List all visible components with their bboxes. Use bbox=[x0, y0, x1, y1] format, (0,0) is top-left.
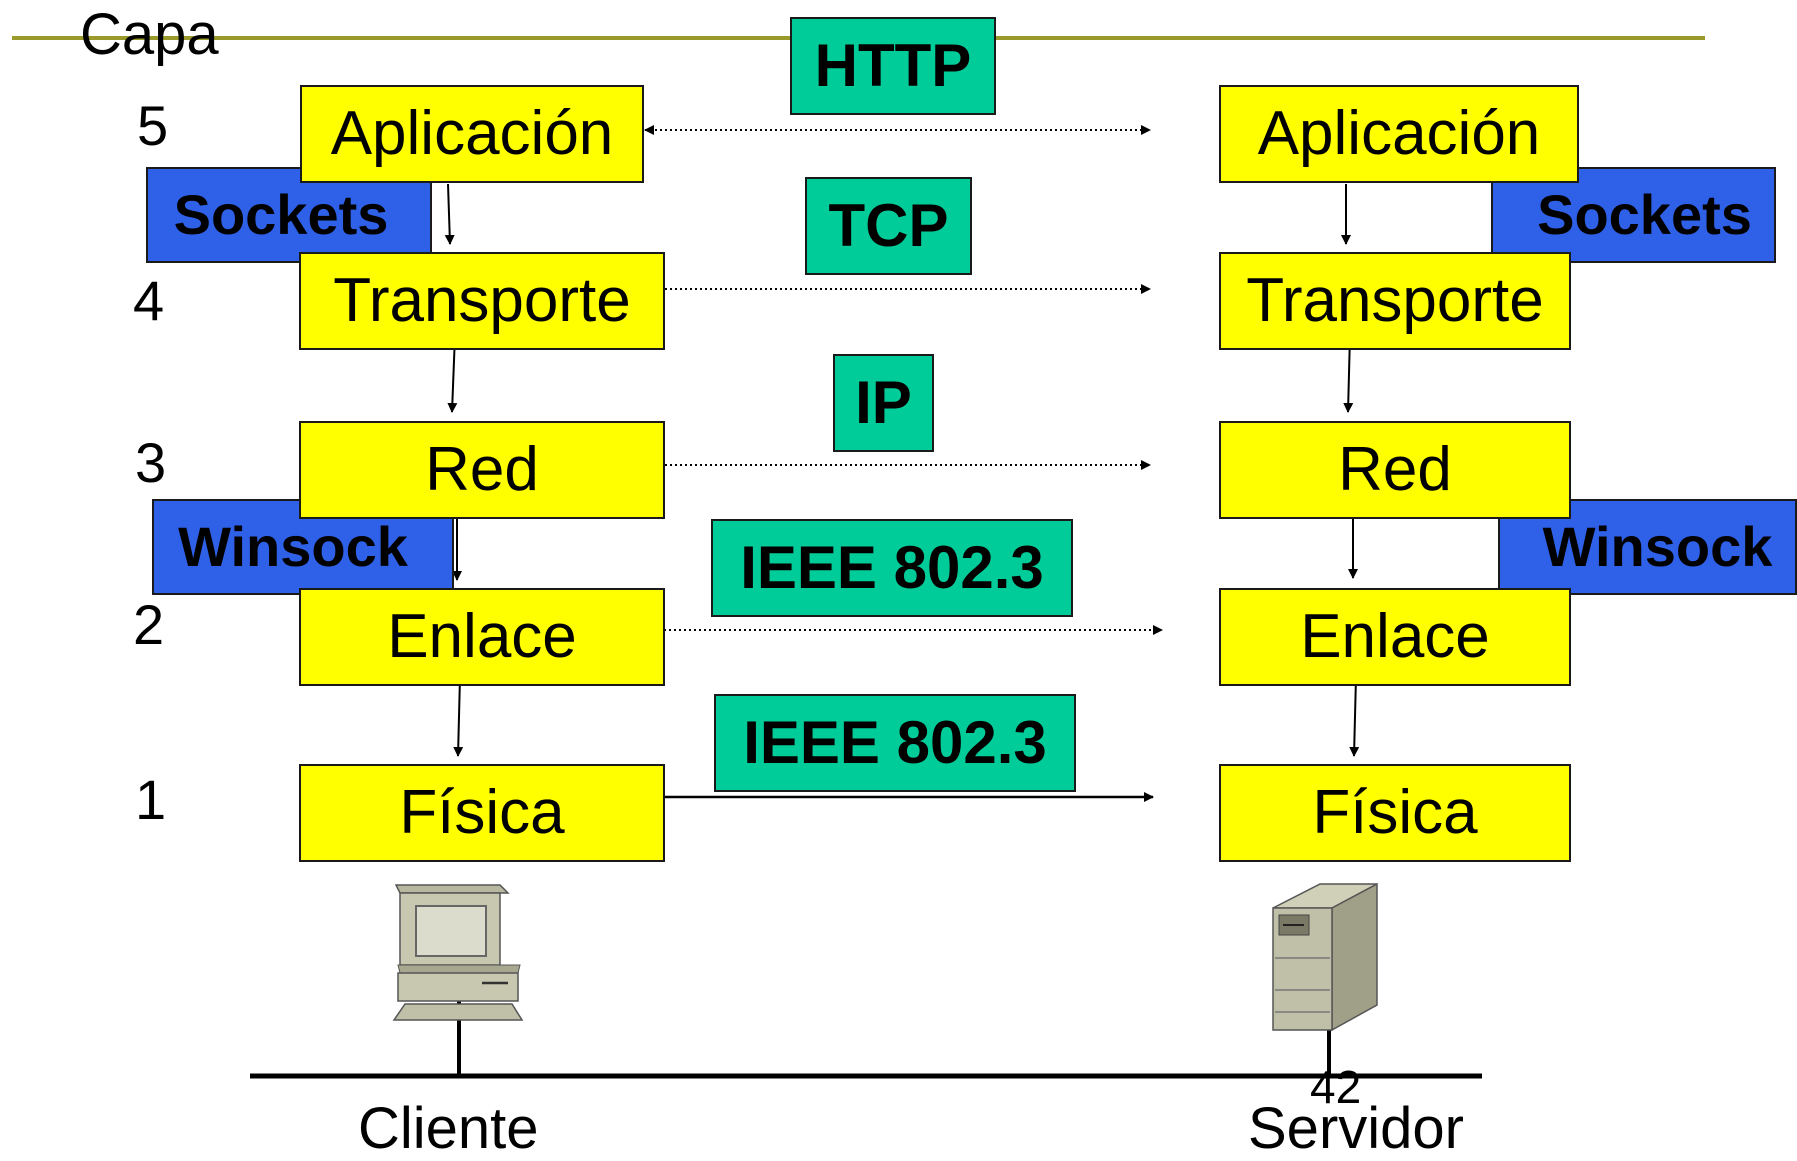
client-layer-red: Red bbox=[299, 421, 665, 519]
client-layer-fisica: Física bbox=[299, 764, 665, 862]
server-layer-aplicacion: Aplicación bbox=[1219, 85, 1579, 183]
client-layer-enlace: Enlace bbox=[299, 588, 665, 686]
protocol-ip: IP bbox=[833, 354, 934, 452]
client-layer-aplicacion: Aplicación bbox=[300, 85, 644, 183]
protocol-ieee-enlace: IEEE 802.3 bbox=[711, 519, 1073, 617]
client-app-to-transport bbox=[444, 183, 455, 245]
slide-title: Capa bbox=[80, 2, 219, 67]
layer-number-3: 3 bbox=[135, 431, 167, 494]
server-enlace-to-fisica bbox=[1349, 676, 1361, 757]
client-enlace-to-fisica bbox=[453, 676, 465, 757]
client-sockets-box: Sockets bbox=[146, 167, 432, 263]
protocol-tcp: TCP bbox=[805, 177, 972, 275]
layer-number-1: 1 bbox=[135, 768, 167, 831]
server-sockets-box: Sockets bbox=[1491, 167, 1776, 263]
server-label: Servidor bbox=[1248, 1096, 1464, 1161]
client-label: Cliente bbox=[358, 1096, 539, 1161]
client-layer-transporte: Transporte bbox=[299, 252, 665, 350]
server-layer-enlace: Enlace bbox=[1219, 588, 1571, 686]
layer-number-2: 2 bbox=[133, 593, 165, 656]
layer-number-5: 5 bbox=[137, 94, 169, 157]
server-winsock-box: Winsock bbox=[1498, 499, 1797, 595]
layer-number-4: 4 bbox=[133, 269, 165, 332]
desktop-computer-icon bbox=[392, 884, 524, 1021]
server-layer-fisica: Física bbox=[1219, 764, 1571, 862]
slide-number: 42 bbox=[1310, 1061, 1362, 1113]
server-tower-icon bbox=[1272, 882, 1378, 1032]
server-layer-transporte: Transporte bbox=[1219, 252, 1571, 350]
protocol-ieee-fisica: IEEE 802.3 bbox=[714, 694, 1076, 792]
protocol-http: HTTP bbox=[790, 17, 996, 115]
server-layer-red: Red bbox=[1219, 421, 1571, 519]
